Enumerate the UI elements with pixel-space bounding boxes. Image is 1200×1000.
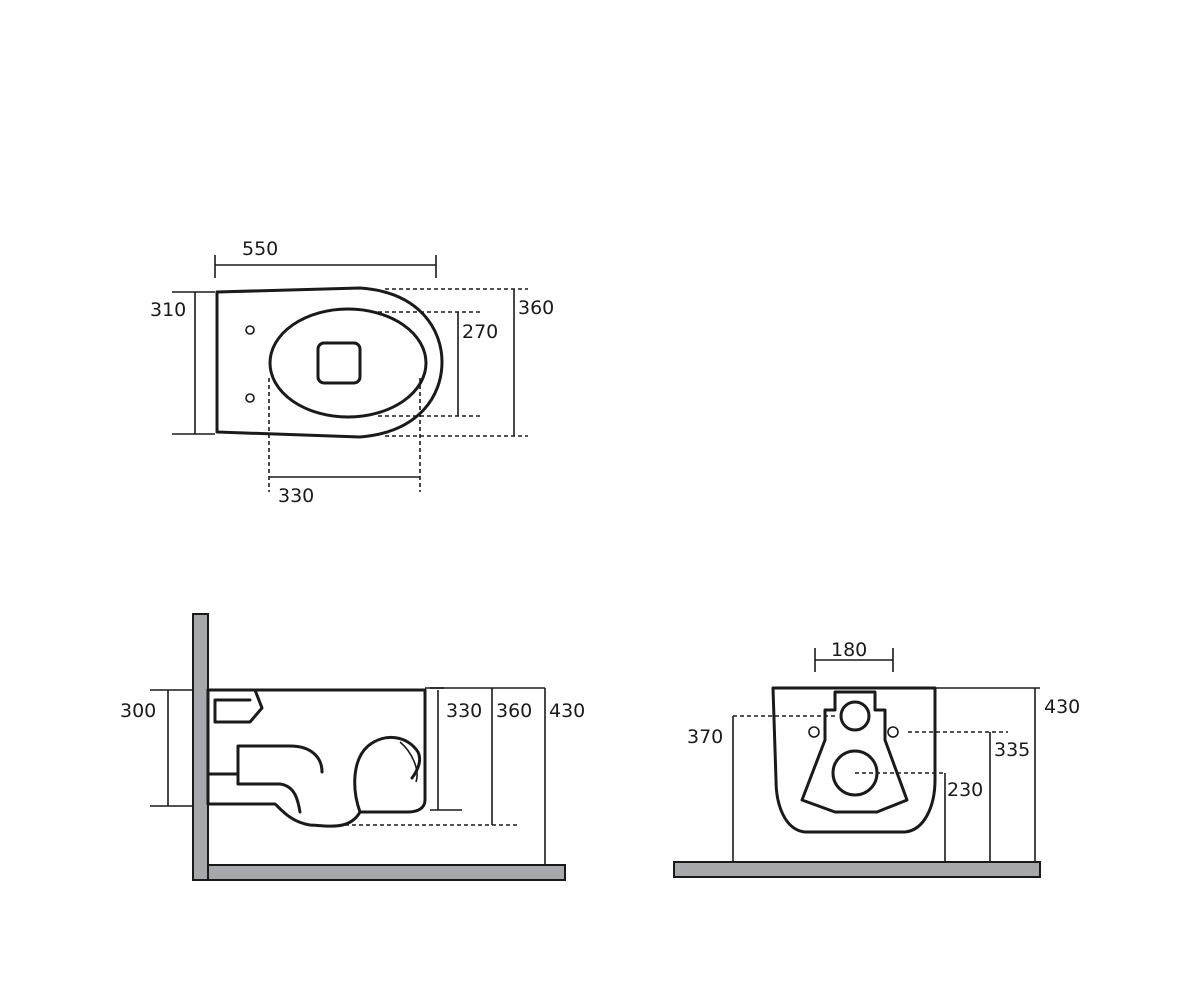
dim-label-360: 360 [518, 297, 554, 319]
seat-opening [268, 307, 428, 419]
dim-label-side-360: 360 [496, 700, 532, 722]
dim-label-550: 550 [242, 238, 278, 260]
fixing-hole-top [245, 325, 255, 335]
dim-label-side-430: 430 [549, 700, 585, 722]
flush-square [316, 341, 362, 385]
dim-label-side-330: 330 [446, 700, 482, 722]
inlet-pipe [206, 688, 264, 724]
inlet-hole [839, 700, 871, 732]
rear-floor [673, 861, 1041, 878]
dim-label-335: 335 [994, 739, 1030, 761]
dim-label-310: 310 [150, 299, 186, 321]
wall [192, 613, 209, 881]
rear-view-inner [800, 690, 909, 814]
rear-view: 180 430 370 335 230 [673, 639, 1080, 878]
dim-label-300: 300 [120, 700, 156, 722]
dim-label-180: 180 [831, 639, 867, 661]
dim-label-270: 270 [462, 321, 498, 343]
floor [207, 864, 566, 881]
dim-label-370: 370 [687, 726, 723, 748]
side-view: 300 330 360 430 [120, 613, 585, 881]
fixing-hole-bottom [245, 393, 255, 403]
trap-outlet [206, 744, 324, 814]
dim-label-230: 230 [947, 779, 983, 801]
top-view: 550 310 360 270 330 [150, 238, 554, 507]
inner-bowl [353, 735, 422, 814]
rear-fixing-hole-left [808, 726, 820, 738]
side-view-outline [206, 688, 427, 828]
dim-label-330: 330 [278, 485, 314, 507]
dim-label-rear-430: 430 [1044, 696, 1080, 718]
rear-fixing-hole-right [887, 726, 899, 738]
inner-bowl-rim [399, 741, 418, 783]
rear-view-outline [771, 686, 937, 834]
top-view-outline [215, 286, 444, 439]
